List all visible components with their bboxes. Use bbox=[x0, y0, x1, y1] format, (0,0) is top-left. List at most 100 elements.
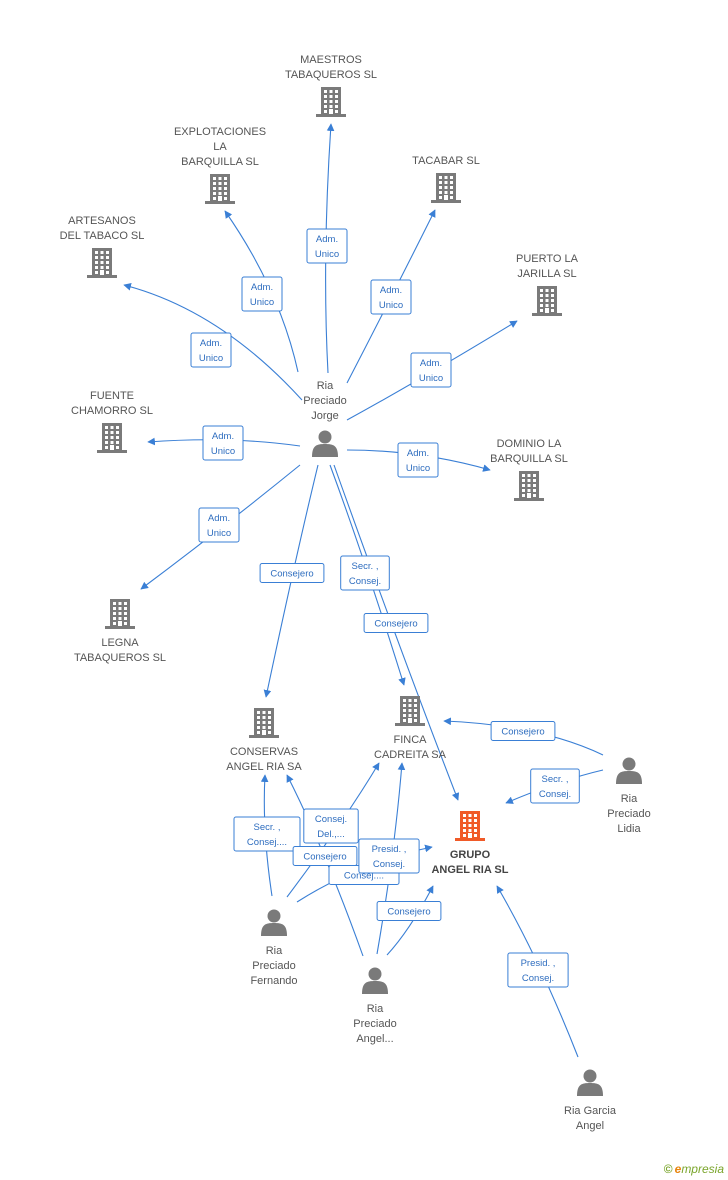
role-label-jorge-finca[interactable]: Secr. ,Consej. bbox=[340, 555, 390, 591]
tacabar-building-icon[interactable] bbox=[431, 173, 461, 203]
building-window bbox=[218, 177, 222, 180]
building-window bbox=[262, 726, 266, 729]
legna-building-icon[interactable] bbox=[105, 599, 135, 629]
fuente-building-icon[interactable] bbox=[97, 423, 127, 453]
node-label-maestros: MAESTROS bbox=[300, 54, 362, 66]
building-window bbox=[213, 197, 216, 200]
finca-building-icon[interactable] bbox=[395, 696, 425, 726]
building-window bbox=[450, 196, 453, 199]
building-window bbox=[551, 309, 554, 312]
building-window bbox=[414, 714, 417, 717]
role-box bbox=[303, 808, 359, 844]
building-window bbox=[329, 105, 333, 108]
building-window bbox=[118, 602, 122, 605]
node-angelp[interactable]: RiaPreciadoAngel... bbox=[353, 967, 397, 1046]
building-window bbox=[106, 266, 109, 269]
angelp-person-icon[interactable] bbox=[362, 967, 388, 995]
role-label-angelp-finca[interactable]: Presid. ,Consej. bbox=[358, 838, 420, 874]
role-text: Presid. , bbox=[372, 844, 407, 855]
building-window bbox=[257, 716, 260, 719]
node-label-angelp: Ria bbox=[367, 1003, 384, 1015]
jorge-person-icon[interactable] bbox=[312, 430, 338, 458]
building-window bbox=[268, 721, 271, 724]
edge-jorge-to-artesanos bbox=[123, 283, 303, 401]
building-window bbox=[268, 711, 271, 714]
building-window bbox=[540, 309, 543, 312]
role-label-jorge-artesanos[interactable]: Adm.Unico bbox=[190, 332, 232, 368]
node-label-explotaciones: BARQUILLA SL bbox=[181, 156, 259, 168]
role-label-fernando-conservas[interactable]: Secr. ,Consej.... bbox=[233, 816, 301, 852]
building-door bbox=[468, 833, 472, 838]
building-window bbox=[522, 494, 525, 497]
role-label-jorge-conservas[interactable]: Consejero bbox=[259, 563, 325, 583]
lidia-person-icon[interactable] bbox=[616, 757, 642, 785]
edge-jorge-to-grupo bbox=[333, 464, 460, 801]
building-window bbox=[95, 261, 98, 264]
artesanos-building-icon[interactable] bbox=[87, 248, 117, 278]
role-label-lidia-finca[interactable]: Consejero bbox=[490, 721, 556, 741]
building-window bbox=[533, 489, 536, 492]
building-window bbox=[540, 289, 543, 292]
node-label-angelp: Preciado bbox=[353, 1018, 396, 1030]
building-window bbox=[224, 197, 227, 200]
building-window bbox=[224, 192, 227, 195]
role-text: Consejero bbox=[501, 727, 544, 738]
fernando-person-icon[interactable] bbox=[261, 909, 287, 937]
role-label-jorge-grupo[interactable]: Consejero bbox=[363, 613, 429, 633]
building-window bbox=[408, 699, 412, 702]
building-window bbox=[324, 90, 327, 93]
role-label-jorge-maestros[interactable]: Adm.Unico bbox=[306, 228, 348, 264]
role-label-jorge-legna[interactable]: Adm.Unico bbox=[198, 507, 240, 543]
building-window bbox=[335, 105, 338, 108]
building-window bbox=[522, 479, 525, 482]
role-label-garcia-grupo[interactable]: Presid. ,Consej. bbox=[507, 952, 569, 988]
conservas-building-icon[interactable] bbox=[249, 708, 279, 738]
node-tacabar[interactable]: TACABAR SL bbox=[412, 155, 480, 203]
role-text: Secr. , bbox=[542, 774, 569, 785]
puerto-building-icon[interactable] bbox=[532, 286, 562, 316]
grupo-building-icon[interactable] bbox=[455, 811, 485, 841]
building-window bbox=[95, 256, 98, 259]
role-label-jorge-tacabar[interactable]: Adm.Unico bbox=[370, 279, 412, 315]
role-label-angelp-grupo[interactable]: Consejero bbox=[376, 901, 442, 921]
building-window bbox=[95, 251, 98, 254]
role-label-jorge-puerto[interactable]: Adm.Unico bbox=[410, 352, 452, 388]
role-label-jorge-dominio[interactable]: Adm.Unico bbox=[397, 442, 439, 478]
garcia-person-icon[interactable] bbox=[577, 1069, 603, 1097]
role-label-fernando-finca[interactable]: Consej.Del.,... bbox=[303, 808, 359, 844]
building-window bbox=[110, 441, 114, 444]
node-label-jorge: Ria bbox=[317, 380, 334, 392]
role-text: Unico bbox=[250, 297, 274, 308]
dominio-building-icon[interactable] bbox=[514, 471, 544, 501]
building-window bbox=[403, 709, 406, 712]
building-window bbox=[213, 182, 216, 185]
building-window bbox=[463, 834, 466, 837]
building-window bbox=[540, 304, 543, 307]
role-label-lidia-grupo[interactable]: Secr. ,Consej. bbox=[530, 768, 580, 804]
building-window bbox=[527, 484, 531, 487]
maestros-building-icon[interactable] bbox=[316, 87, 346, 117]
building-window bbox=[414, 709, 417, 712]
explotaciones-building-icon[interactable] bbox=[205, 174, 235, 204]
role-label-jorge-explotaciones[interactable]: Adm.Unico bbox=[241, 276, 283, 312]
role-box bbox=[241, 276, 283, 312]
role-label-fernando-grupo[interactable]: Consejero bbox=[292, 846, 358, 866]
building-window bbox=[439, 196, 442, 199]
node-label-grupo: ANGEL RIA SL bbox=[431, 864, 508, 876]
role-label-jorge-fuente[interactable]: Adm.Unico bbox=[202, 425, 244, 461]
building-window bbox=[218, 192, 222, 195]
